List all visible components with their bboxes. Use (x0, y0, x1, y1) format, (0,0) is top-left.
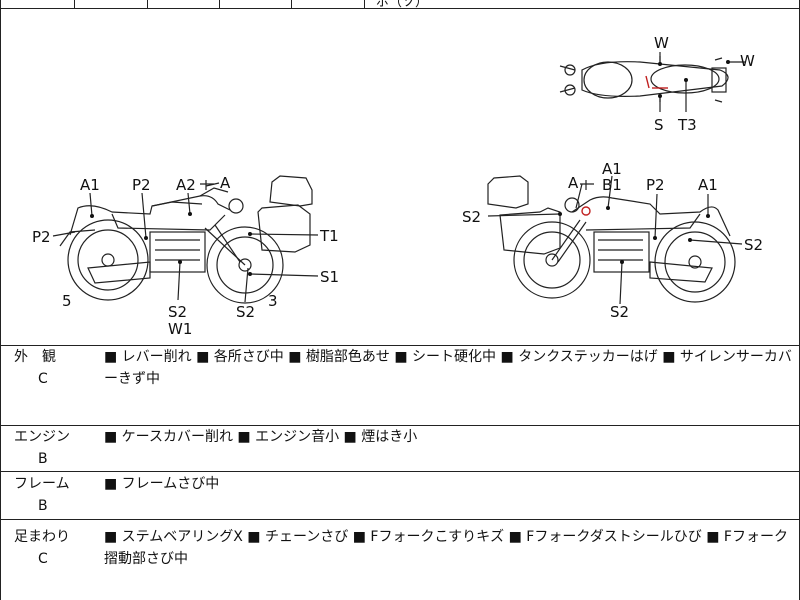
left-label-a: A (220, 174, 231, 192)
left-label-s2-front: S2 (236, 303, 255, 321)
top-label-t3: T3 (677, 116, 697, 134)
category-grade: C (38, 551, 48, 567)
category-cell: フレーム B (14, 473, 84, 517)
category-name: エンジン (14, 429, 70, 445)
left-label-p2: P2 (132, 176, 151, 194)
left-label-w1: W1 (168, 320, 192, 338)
category-cell: 足まわり C (14, 526, 84, 570)
right-label-s2-rear: S2 (744, 236, 763, 254)
header-fragment: ポ（ソ） (376, 0, 429, 10)
right-side-bike-drawing (487, 175, 736, 303)
category-name: フレーム (14, 476, 70, 492)
left-label-t1: T1 (319, 227, 339, 245)
category-grade: C (38, 371, 48, 387)
right-label-a1: A1 (698, 176, 718, 194)
left-label-s1: S1 (320, 268, 339, 286)
category-cell: 外 観 C (14, 346, 84, 390)
defect-list: ■ ケースカバー削れ ■ エンジン音小 ■ 煙はき小 (104, 429, 418, 445)
defect-list: ■ ステムベアリングX ■ チェーンさび ■ Fフォークこすりキズ ■ Fフォー… (104, 529, 788, 567)
top-view-bike-drawing (559, 56, 729, 103)
category-grade: B (38, 451, 48, 467)
damage-diagram: A1 P2 A2 A P2 T1 S1 5 S2 W1 S2 3 A1 A B1… (32, 34, 763, 338)
left-label-3: 3 (268, 292, 278, 310)
right-label-a1-top: A1 (602, 160, 622, 178)
category-cell: エンジン B (14, 426, 84, 470)
right-label-p2: P2 (646, 176, 665, 194)
left-label-a2: A2 (176, 176, 196, 194)
right-label-b1: B1 (602, 176, 622, 194)
right-label-a: A (568, 174, 579, 192)
right-label-s2-bottom: S2 (610, 303, 629, 321)
left-side-bike-drawing (59, 175, 313, 304)
left-label-a1: A1 (80, 176, 100, 194)
left-label-p2-rear: P2 (32, 228, 51, 246)
category-grade: B (38, 498, 48, 514)
left-label-s2: S2 (168, 303, 187, 321)
defect-list: ■ レバー削れ ■ 各所さび中 ■ 樹脂部色あせ ■ シート硬化中 ■ タンクス… (104, 349, 792, 387)
defect-list: ■ フレームさび中 (104, 476, 220, 492)
top-label-s: S (654, 116, 664, 134)
right-label-s2-front: S2 (462, 208, 481, 226)
top-label-w-right: W (740, 52, 755, 70)
category-name: 足まわり (14, 529, 70, 545)
top-label-w: W (654, 34, 669, 52)
category-name: 外 観 (14, 349, 56, 365)
left-label-5: 5 (62, 292, 72, 310)
